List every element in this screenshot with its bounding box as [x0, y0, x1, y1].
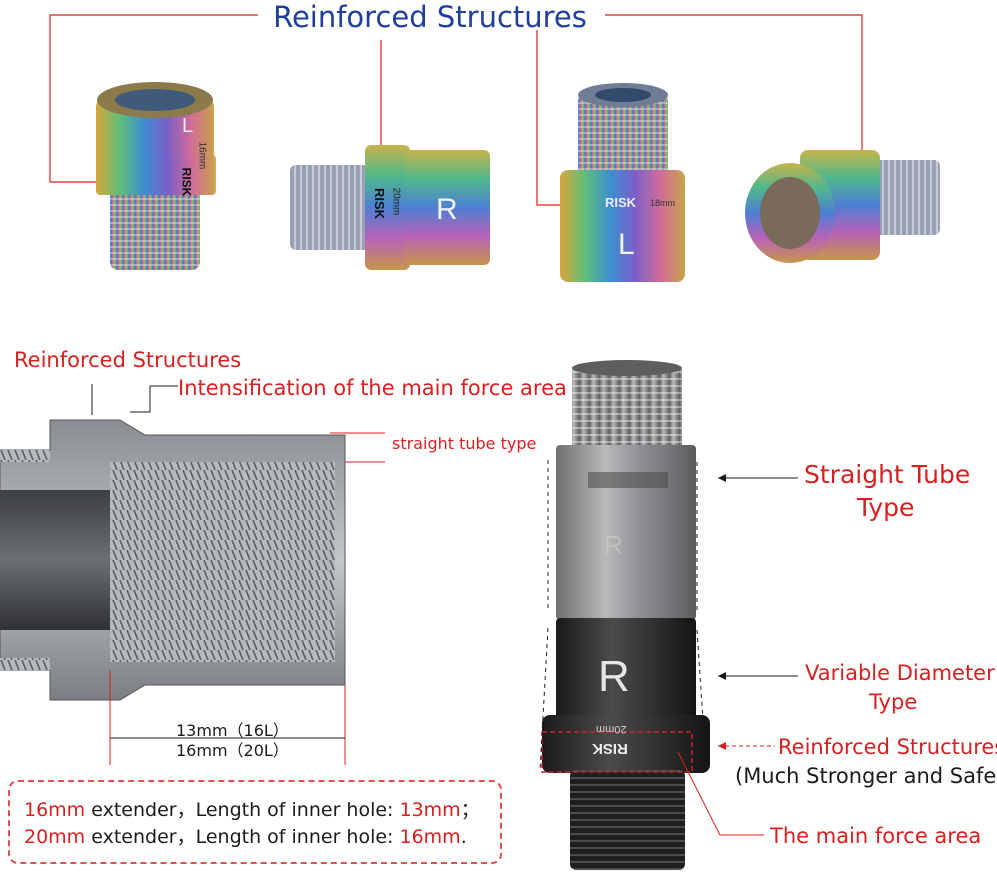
part3-engraving: 18mm [650, 198, 676, 208]
callout-reinforced-sub: (Much Stronger and Safer) [735, 764, 997, 788]
title-leader-right [605, 14, 863, 163]
part3-brand: RISK [605, 195, 637, 210]
part2-brand: RISK [372, 187, 388, 220]
cross-section-diagram [0, 384, 385, 765]
part-photo-3 [560, 83, 685, 282]
note1-size: 16mm [24, 799, 86, 821]
callout-main-force: The main force area [770, 824, 982, 848]
note2-length: 16mm [399, 826, 461, 848]
note2-size: 20mm [24, 826, 86, 848]
part-photo-4 [745, 150, 940, 263]
top-title: Reinforced Structures [273, 0, 587, 34]
note1-mid: extender，Length of inner hole: [85, 799, 400, 821]
callout-straight-line1: Straight Tube [804, 460, 971, 489]
dimension-line2: 16mm（20L） [176, 741, 289, 760]
note1-length: 13mm [399, 799, 461, 821]
part2-engraving: 20mm [390, 187, 402, 216]
title-leader-left [49, 14, 258, 183]
part-photo-2 [290, 145, 490, 270]
part3-mark: L [618, 228, 635, 261]
big-part-mark-top: R [604, 530, 623, 560]
big-part-engraving: 20mm [596, 723, 627, 735]
note-line-1: 16mm extender，Length of inner hole: 13mm… [24, 795, 480, 822]
callout-reinforced: Reinforced Structures [778, 735, 997, 759]
note-box: 16mm extender，Length of inner hole: 13mm… [8, 780, 502, 864]
note2-mid: extender，Length of inner hole: [85, 826, 400, 848]
part1-mark: L [182, 115, 194, 137]
diagram-label-reinforced: Reinforced Structures [14, 348, 242, 372]
large-part-photo [539, 360, 798, 870]
note-line-2: 20mm extender，Length of inner hole: 16mm… [24, 822, 467, 849]
big-part-mark-bottom: R [598, 652, 630, 701]
part2-mark: R [436, 193, 458, 226]
product-photo-row [49, 14, 940, 282]
note1-end: ； [460, 799, 480, 821]
part1-engraving: 16mm [196, 141, 208, 170]
dimension-line1: 13mm（16L） [176, 721, 289, 740]
callout-variable-line1: Variable Diameter [805, 661, 995, 685]
big-part-brand: RISK [592, 740, 628, 757]
callout-variable-line2: Type [869, 690, 918, 714]
part-photo-1 [96, 82, 216, 270]
callout-straight-line2: Type [857, 493, 915, 522]
note2-end: . [460, 826, 467, 848]
part1-brand: RISK [179, 167, 194, 197]
diagram-label-intensification: Intensification of the main force area [178, 376, 567, 400]
diagram-label-straight: straight tube type [392, 434, 537, 453]
